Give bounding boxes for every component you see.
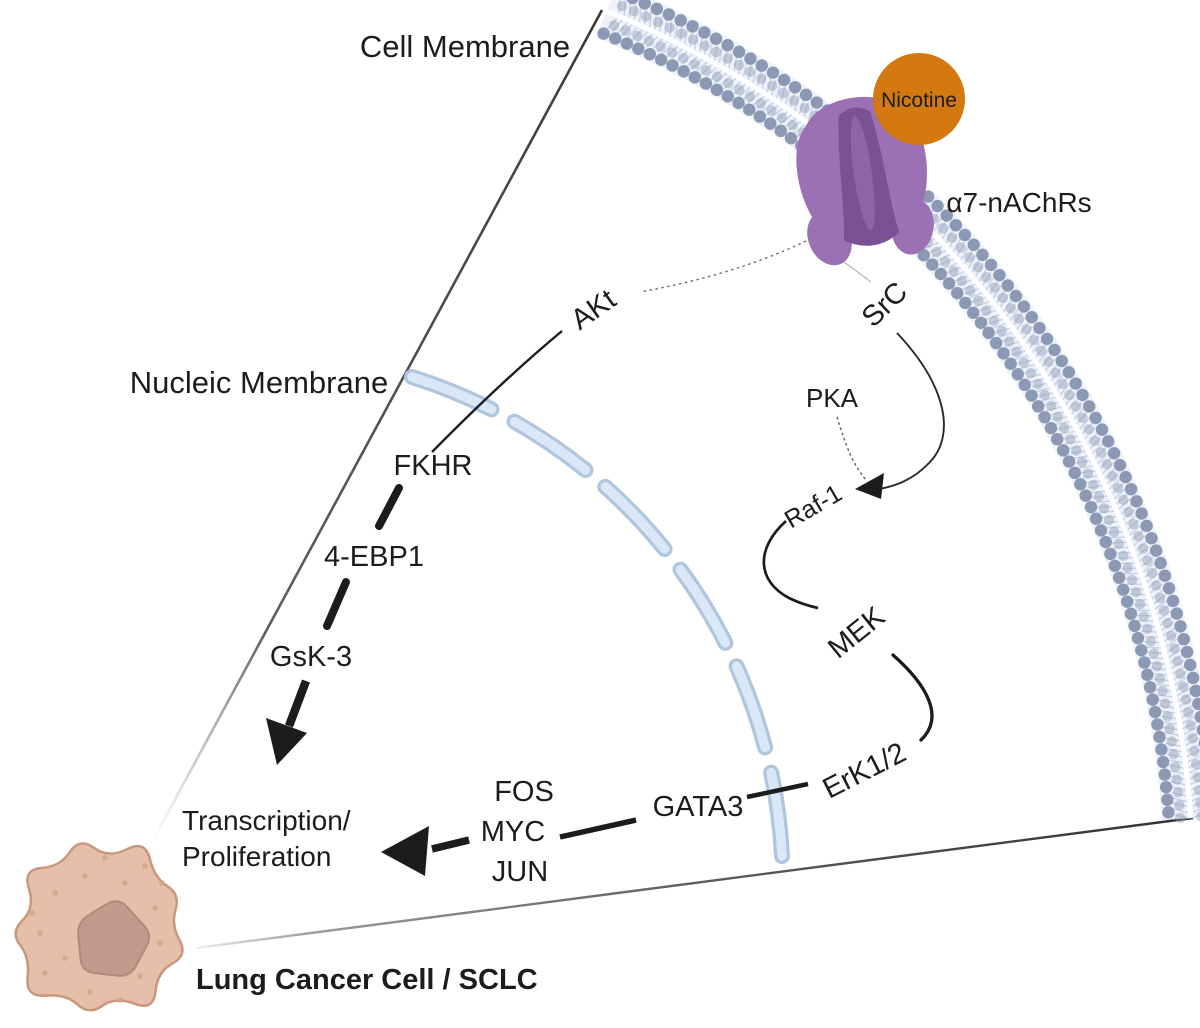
pka-to-raf1-line	[836, 416, 867, 481]
node-akt: AKt	[565, 283, 622, 336]
node-gsk3: GsK-3	[270, 641, 352, 673]
nuclear-membrane-arc	[404, 369, 790, 864]
gsk3-arrow-shaft	[285, 679, 310, 728]
cancer-cell-granules	[29, 855, 165, 1003]
cell-membrane-label: Cell Membrane	[360, 29, 570, 64]
src-to-raf1-curve	[873, 332, 945, 491]
akt-to-fkhr-curve	[431, 330, 563, 453]
outcome-label-line2: Proliferation	[182, 841, 331, 872]
nicotine-label: Nicotine	[881, 89, 957, 112]
receptor-left-foot	[807, 211, 852, 266]
gsk3-arrowhead	[266, 718, 307, 765]
wedge-bottom-edge	[195, 816, 1194, 950]
4ebp1-to-gsk3-dash	[323, 578, 350, 630]
myc-to-transcription-shaft	[431, 836, 470, 853]
nucleic-membrane-label: Nucleic Membrane	[130, 365, 388, 400]
wedge-left-edge	[150, 9, 604, 843]
node-4ebp1: 4-EBP1	[324, 541, 424, 573]
node-raf1: Raf-1	[780, 479, 847, 534]
cell-wedge-outline	[150, 9, 1194, 950]
receptor-right-foot	[891, 198, 934, 255]
node-src: SrC	[856, 276, 914, 334]
nicotine-ligand	[873, 53, 965, 145]
mek-to-erk-curve	[891, 653, 934, 742]
gata3-to-myc-line	[559, 817, 637, 840]
lung-cancer-cell	[14, 842, 184, 1012]
raf1-arrowhead	[855, 473, 884, 499]
node-pka: PKA	[806, 383, 859, 413]
node-myc: MYC	[481, 816, 545, 848]
node-gata3: GATA3	[653, 791, 744, 823]
node-fos: FOS	[494, 776, 554, 808]
cancer-cell-nucleus	[77, 900, 151, 977]
outcome-label-line1: Transcription/	[182, 805, 351, 836]
node-mek: MEK	[822, 600, 891, 665]
transcription-arrowhead	[381, 826, 429, 876]
receptor-channel-highlight	[850, 115, 875, 231]
nuclear-membrane-dash-fill	[407, 372, 787, 861]
fkhr-to-4ebp1-dash	[375, 484, 403, 530]
node-erk: ErK1/2	[818, 737, 912, 806]
signaling-connectors	[266, 240, 945, 876]
nuclear-membrane-dash-border	[404, 369, 790, 864]
raf1-to-mek-curve	[762, 519, 819, 610]
node-jun: JUN	[492, 856, 548, 888]
lung-cancer-cell-label: Lung Cancer Cell / SCLC	[196, 964, 538, 996]
receptor-name-label: α7-nAChRs	[946, 187, 1091, 218]
erk-to-gata3-line	[746, 781, 809, 800]
node-fkhr: FKHR	[394, 450, 473, 482]
a7-nachr-receptor	[796, 96, 934, 266]
receptor-to-akt-line	[639, 240, 807, 293]
